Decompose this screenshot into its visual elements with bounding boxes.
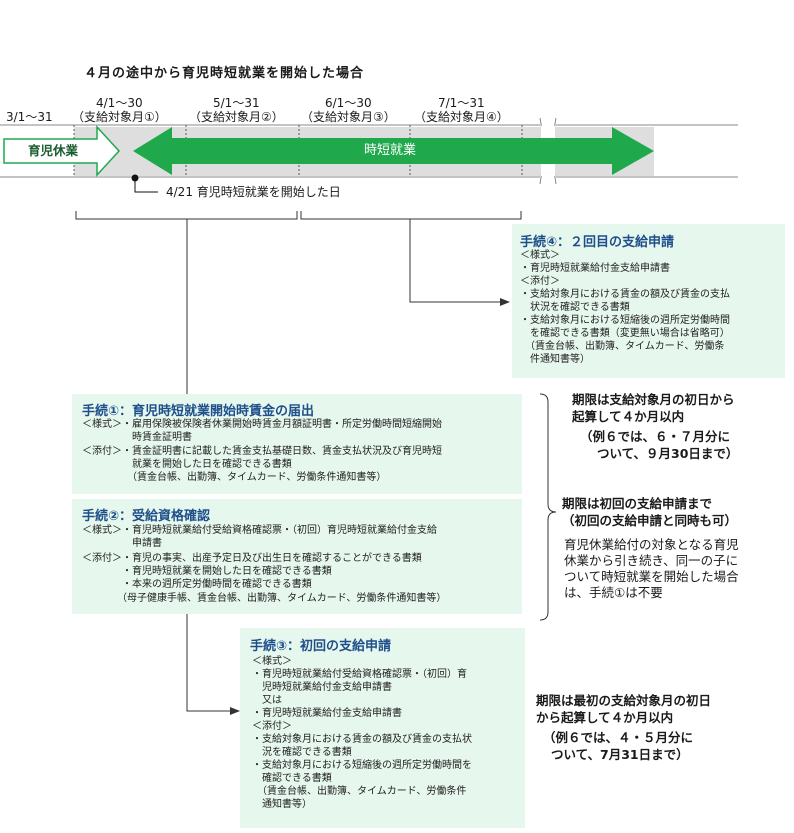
procedure-1-line: 時賃金証明書 — [82, 432, 192, 443]
period-sub-jul: （支給対象月④） — [414, 110, 509, 124]
procedure-4-box: 手続④：２回目の支給申請 ＜様式＞ ・育児時短就業給付金支給申請書 ＜添付＞ ・… — [512, 224, 785, 378]
procedure-4-line: （賃金台帳、出勤簿、タイムカード、労働条 — [520, 341, 725, 352]
deadline-2-note-line: ついて時短就業を開始した場合 — [564, 569, 739, 584]
period-label-may: 5/1～31 — [213, 96, 260, 110]
procedure-3-line: 児時短就業給付金支給申請書 — [252, 682, 392, 693]
procedure-2-line: （母子健康手帳、賃金台帳、出勤簿、タイムカード、労働条件通知書等） — [82, 593, 447, 604]
procedure-2-line: 申請書 — [82, 538, 162, 549]
procedure-3-line: ・支給対象月における賃金の額及び賃金の支払状 — [252, 734, 472, 745]
period-sub-apr: （支給対象月①） — [72, 110, 167, 124]
short-work-label: 時短就業 — [364, 143, 417, 158]
parental-leave-label: 育児休業 — [28, 143, 79, 158]
procedure-3-line: ・育児時短就業給付受給資格確認票・（初回）育 — [252, 669, 467, 680]
deadline-3-line: （例６では、４・５月分に — [543, 730, 694, 745]
procedure-1-line: （賃金台帳、出勤簿、タイムカード、労働条件通知書等） — [82, 472, 387, 483]
deadline-1-line: （例６では、６・７月分に — [580, 429, 731, 444]
procedure-2-line: ＜様式＞・育児時短就業給付受給資格確認票・（初回）育児時短就業給付金支給 — [82, 525, 437, 536]
deadline-1-line: 起算して４か月以内 — [572, 409, 685, 424]
procedure-4-line: ＜様式＞ — [520, 250, 560, 261]
procedure-3-line: 確認できる書類 — [252, 773, 332, 784]
procedure-4-line: ・支給対象月における賃金の額及び賃金の支払 — [520, 289, 730, 300]
procedure-1-box: 手続①：育児時短就業開始時賃金の届出 ＜様式＞・雇用保険被保険者休業開始時賃金月… — [72, 394, 522, 494]
deadline-brace — [539, 393, 557, 621]
deadline-1-line: ついて、９月30日まで） — [597, 446, 739, 461]
procedure-2-title: 手続②：受給資格確認 — [82, 509, 211, 524]
deadline-2-line: 期限は初回の支給申請まで — [562, 496, 713, 511]
deadline-1-line: 期限は支給対象月の初日から — [572, 392, 735, 407]
period-label-apr: 4/1～30 — [96, 96, 143, 110]
deadline-2-note-line: 育児休業給付の対象となる育児 — [564, 537, 739, 552]
deadline-2-note-line: は、手続①は不要 — [564, 585, 663, 600]
procedure-1-line: ＜様式＞・雇用保険被保険者休業開始時賃金月額証明書・所定労働時間短縮開始 — [82, 419, 442, 430]
start-date-note: 4/21 育児時短就業を開始した日 — [166, 185, 341, 199]
deadline-2-note-line: 休業から引き続き、同一の子に — [564, 553, 739, 568]
procedure-4-line: ・育児時短就業給付金支給申請書 — [520, 263, 670, 274]
procedure-4-line: ・支給対象月における短縮後の週所定労働時間 — [520, 315, 730, 326]
procedure-4-line: ＜添付＞ — [520, 276, 560, 287]
procedure-3-line: ・支給対象月における短縮後の週所定労働時間を — [252, 760, 472, 771]
period-label-mar: 3/1～31 — [6, 110, 53, 124]
parental-leave-arrow — [3, 125, 121, 177]
short-work-arrow — [133, 127, 654, 175]
deadline-3-line: ついて、7月31日まで） — [551, 747, 689, 762]
diagram-title: ４月の途中から育児時短就業を開始した場合 — [84, 66, 365, 81]
procedure-2-line: ＜添付＞・育児の事実、出産予定日及び出生日を確認することができる書類 — [82, 553, 422, 564]
procedure-1-line: ＜添付＞・賃金証明書に記載した賃金支払基礎日数、賃金支払状況及び育児時短 — [82, 446, 442, 457]
procedure-3-box: 手続③：初回の支給申請 ＜様式＞ ・育児時短就業給付受給資格確認票・（初回）育 … — [240, 628, 525, 828]
procedure-2-line: ・育児時短就業を開始した日を確認できる書類 — [82, 566, 332, 577]
procedure-2-box: 手続②：受給資格確認 ＜様式＞・育児時短就業給付受給資格確認票・（初回）育児時短… — [72, 499, 522, 614]
procedure-3-line: ＜様式＞ — [252, 656, 292, 667]
procedure-4-line: を確認できる書類（変更無い場合は省略可） — [520, 328, 730, 339]
period-sub-jun: （支給対象月③） — [301, 110, 396, 124]
procedure-3-line: ＜添付＞ — [252, 721, 292, 732]
procedure-3-title: 手続③：初回の支給申請 — [250, 639, 392, 654]
procedure-3-line: 況を確認できる書類 — [252, 747, 352, 758]
procedure-3-line: （賃金台帳、出勤簿、タイムカード、労働条件 — [252, 786, 467, 797]
deadline-3-line: から起算して４か月以内 — [536, 710, 674, 725]
procedure-1-line: 就業を開始した日を確認できる書類 — [82, 459, 292, 470]
period-sub-may: （支給対象月②） — [189, 110, 284, 124]
procedure-3-line: 又は — [252, 695, 282, 706]
procedure-2-line: ・本来の週所定労働時間を確認できる書類 — [82, 579, 312, 590]
procedure-3-line: ・育児時短就業給付金支給申請書 — [252, 708, 402, 719]
procedure-1-title: 手続①：育児時短就業開始時賃金の届出 — [82, 404, 315, 419]
procedure-4-title: 手続④：２回目の支給申請 — [520, 235, 675, 250]
procedure-3-line: 通知書等） — [252, 799, 312, 810]
procedure-4-line: 件通知書等） — [520, 354, 590, 365]
deadline-2-line: （初回の支給申請と同時も可） — [562, 513, 738, 528]
period-label-jul: 7/1～31 — [438, 96, 485, 110]
procedure-4-line: 状況を確認できる書類 — [520, 302, 630, 313]
start-date-dot — [131, 174, 139, 182]
deadline-3-line: 期限は最初の支給対象月の初日 — [536, 693, 712, 708]
period-label-jun: 6/1～30 — [325, 96, 372, 110]
